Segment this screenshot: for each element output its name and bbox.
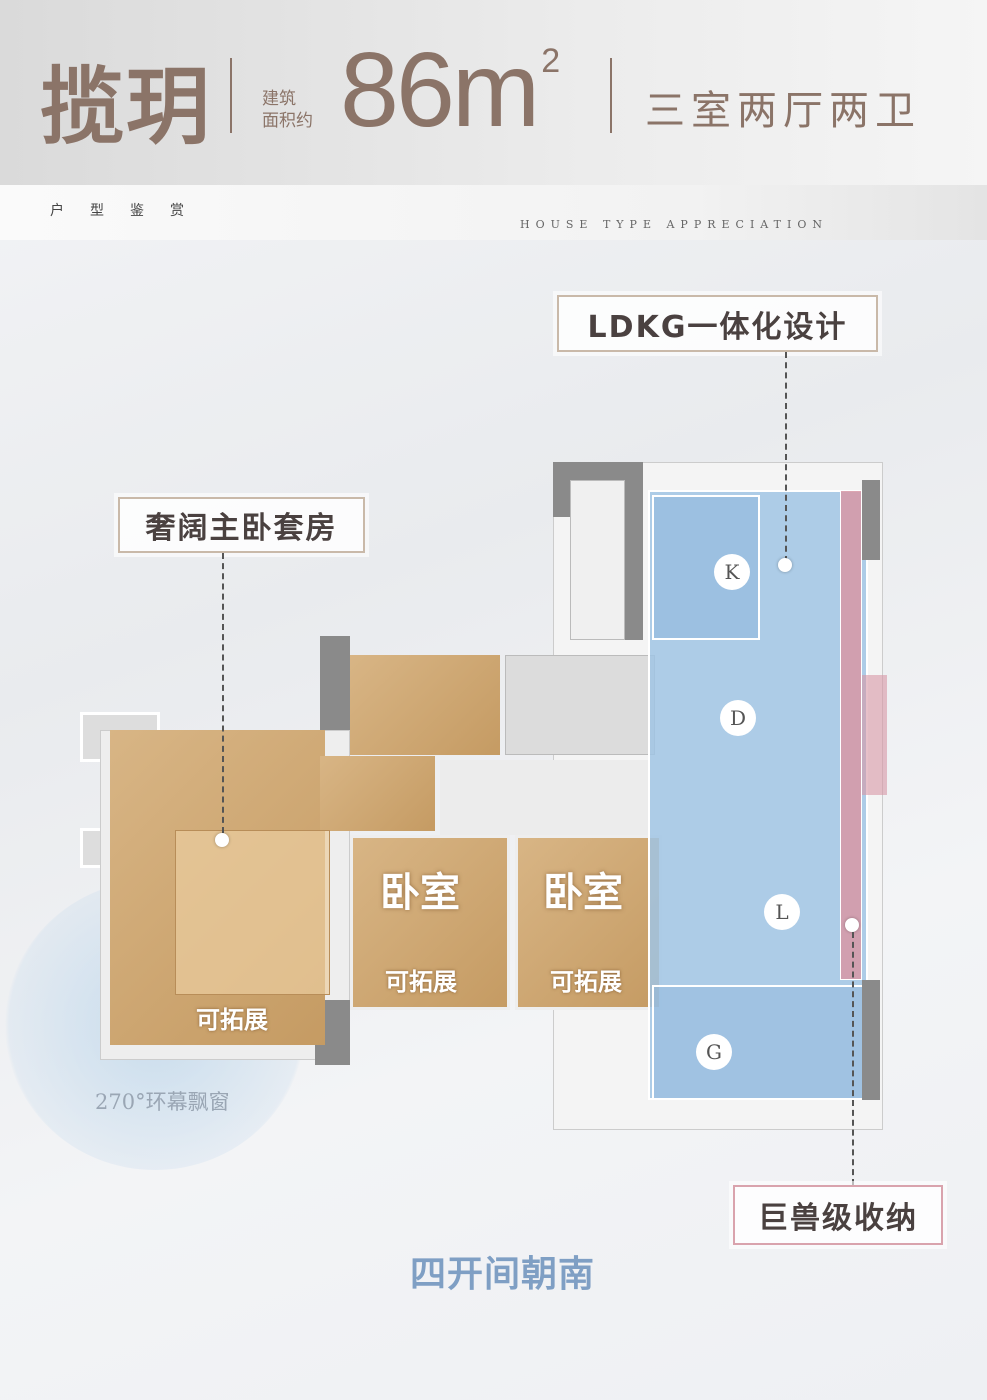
callout-dot: [215, 833, 229, 847]
bedroom-2: [350, 835, 510, 1010]
bedroom-label: 卧室: [543, 869, 623, 916]
area-label-line2: 面积约: [262, 111, 313, 131]
south-facing-annotation: 四开间朝南: [410, 1253, 596, 1295]
callout-line: [852, 932, 854, 1185]
bed: [175, 830, 330, 995]
divider: [610, 58, 612, 133]
area-label: 建筑面积约: [262, 88, 322, 132]
storage-zone: [840, 490, 862, 980]
bedroom-label: 卧室: [380, 869, 460, 916]
dining-marker: D: [720, 700, 756, 736]
area-label-line1: 建筑: [262, 89, 296, 109]
garden-marker: G: [696, 1034, 732, 1070]
project-name: 揽玥: [40, 58, 213, 156]
master-bath: [350, 655, 500, 755]
subheader-en: HOUSE TYPE APPRECIATION: [520, 218, 828, 231]
kitchen-marker: K: [714, 554, 750, 590]
layout-type: 三室两厅两卫: [645, 88, 921, 134]
garden-balcony: [652, 985, 867, 1100]
callout-dot: [845, 918, 859, 932]
divider: [230, 58, 232, 133]
subheader-strip: [0, 185, 987, 240]
callout-storage: 巨兽级收纳: [733, 1185, 943, 1245]
area-unit-sup: 2: [541, 42, 561, 80]
area-group: 86m 2: [340, 30, 560, 152]
expandable-label: 可拓展: [550, 967, 622, 996]
area-value: 86m: [340, 31, 540, 149]
living-marker: L: [764, 894, 800, 930]
expandable-label: 可拓展: [196, 1005, 268, 1034]
second-bath: [505, 655, 655, 755]
window-annotation: 270°环幕飘窗: [95, 1090, 230, 1114]
header-band: [0, 0, 987, 185]
callout-line: [222, 553, 224, 833]
callout-line: [785, 352, 787, 562]
callout-ldkg: LDKG一体化设计: [557, 295, 878, 352]
callout-dot: [778, 558, 792, 572]
callout-master-suite: 奢阔主卧套房: [118, 497, 365, 553]
subheader-cn: 户型鉴赏: [50, 203, 210, 219]
expandable-label: 可拓展: [385, 967, 457, 996]
